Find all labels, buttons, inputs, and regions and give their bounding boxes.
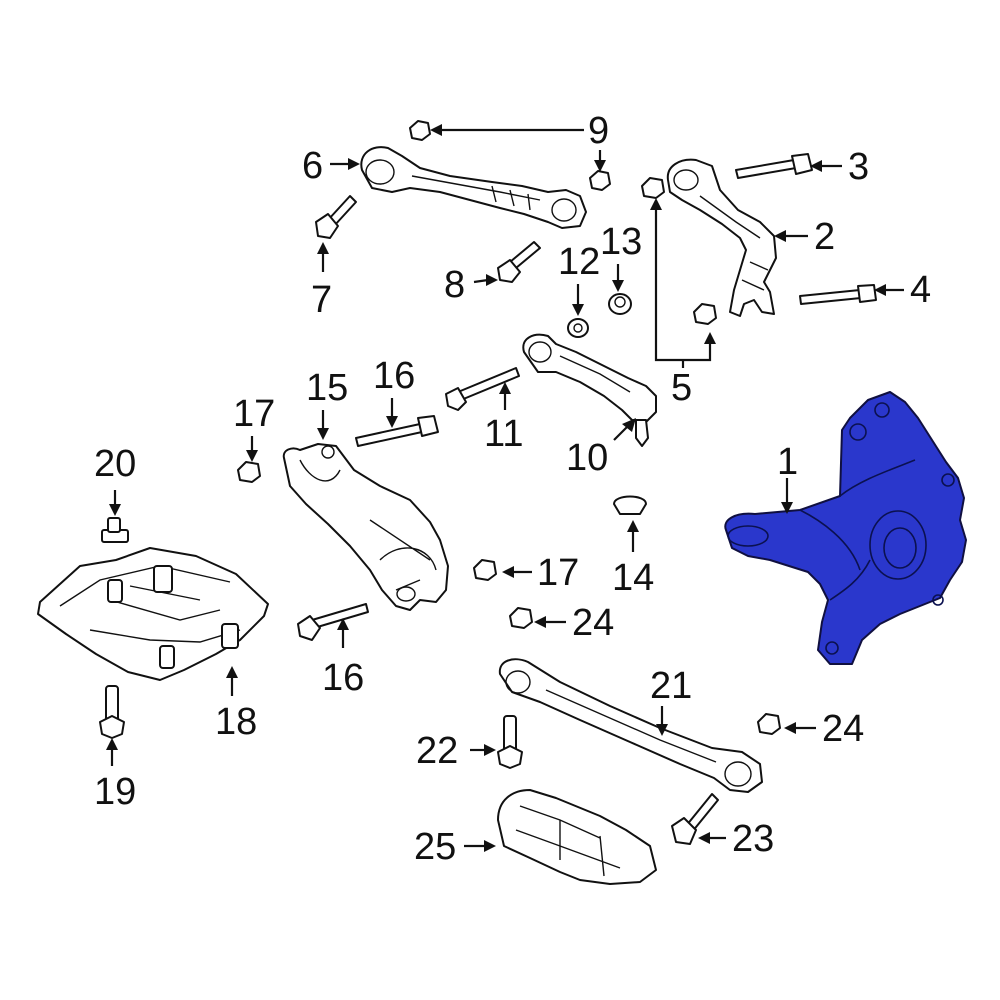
callout-10: 10 xyxy=(566,437,608,479)
callout-4: 4 xyxy=(910,269,931,311)
part-7-bolt[interactable] xyxy=(315,195,357,239)
part-9-nut-top[interactable] xyxy=(409,120,431,141)
callout-17-right: 17 xyxy=(537,552,579,594)
callout-25: 25 xyxy=(414,826,456,868)
part-19-bolt[interactable] xyxy=(99,685,125,739)
callout-9: 9 xyxy=(588,110,609,152)
part-6-control-arm[interactable] xyxy=(360,146,587,229)
callout-21: 21 xyxy=(650,665,692,707)
callout-13: 13 xyxy=(600,221,642,263)
callout-17-left: 17 xyxy=(233,393,275,435)
part-17-nut-left[interactable] xyxy=(237,461,261,483)
callout-24-lower: 24 xyxy=(822,708,864,750)
callout-23: 23 xyxy=(732,818,774,860)
callout-11: 11 xyxy=(484,413,523,455)
callout-24-upper: 24 xyxy=(572,602,614,644)
part-2-upper-arm[interactable] xyxy=(666,158,777,317)
callout-16-upper: 16 xyxy=(373,355,415,397)
part-24-nut-upper[interactable] xyxy=(509,607,533,629)
part-23-bolt[interactable] xyxy=(671,793,719,845)
callout-3: 3 xyxy=(848,146,869,188)
callout-2: 2 xyxy=(814,216,835,258)
callout-18: 18 xyxy=(215,701,257,743)
callout-15: 15 xyxy=(306,367,348,409)
leader-lines xyxy=(106,124,904,852)
part-11-bolt[interactable] xyxy=(445,367,520,411)
part-12-washer[interactable] xyxy=(567,318,589,338)
part-16-bolt-lower[interactable] xyxy=(297,603,369,641)
part-21-lower-arm[interactable] xyxy=(498,658,763,793)
part-13-bushing[interactable] xyxy=(608,293,632,315)
callout-6: 6 xyxy=(302,145,323,187)
part-17-nut-right[interactable] xyxy=(473,559,497,581)
callout-22: 22 xyxy=(416,730,458,772)
part-3-bolt[interactable] xyxy=(735,153,813,179)
callout-12: 12 xyxy=(558,241,600,283)
callout-7: 7 xyxy=(311,279,332,321)
callout-8: 8 xyxy=(444,264,465,306)
part-16-bolt-upper[interactable] xyxy=(355,415,439,447)
callout-labels: 1 2 3 4 5 6 7 8 9 10 11 12 13 14 15 16 1… xyxy=(94,110,931,868)
part-14-insulator[interactable] xyxy=(613,495,647,515)
part-18-skid-plate[interactable] xyxy=(37,547,269,681)
callout-5: 5 xyxy=(671,367,692,409)
part-1-knuckle[interactable] xyxy=(724,391,967,665)
part-25-shield[interactable] xyxy=(497,789,657,885)
part-20-clip[interactable] xyxy=(101,517,129,543)
part-5-nut-lower[interactable] xyxy=(693,303,717,325)
part-9-nut-lower[interactable] xyxy=(589,170,611,191)
callout-14: 14 xyxy=(612,557,654,599)
part-5-nut-upper[interactable] xyxy=(641,177,665,199)
part-22-bolt[interactable] xyxy=(497,715,523,769)
part-8-bolt[interactable] xyxy=(497,241,541,283)
part-15-bracket[interactable] xyxy=(282,443,449,611)
callout-16-lower: 16 xyxy=(322,657,364,699)
callout-20: 20 xyxy=(94,443,136,485)
callout-1: 1 xyxy=(777,441,798,483)
part-24-nut-lower[interactable] xyxy=(757,713,781,735)
part-10-link-arm[interactable] xyxy=(522,333,657,447)
callout-19: 19 xyxy=(94,771,136,813)
part-4-bolt[interactable] xyxy=(799,284,877,305)
